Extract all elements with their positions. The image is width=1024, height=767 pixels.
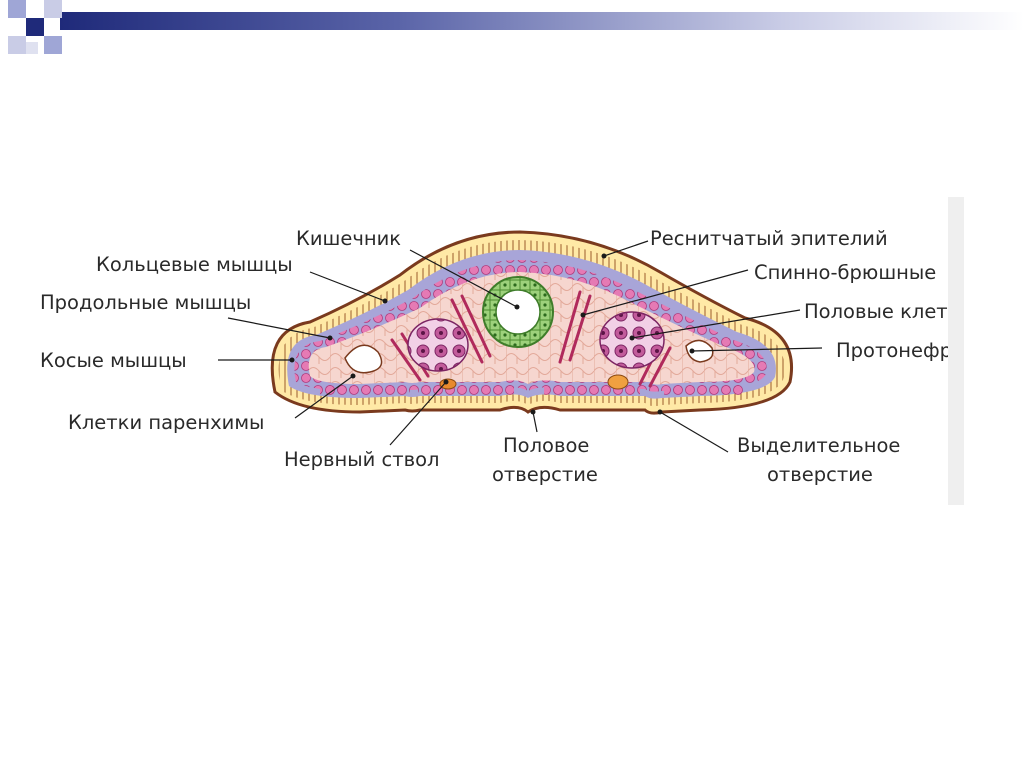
gland-spot <box>608 375 628 389</box>
intestine <box>483 277 553 347</box>
label-oblique-muscles: Косые мышцы <box>40 349 187 372</box>
label-ciliated-epithelium: Реснитчатый эпителий <box>650 227 888 250</box>
label-intestine: Кишечник <box>296 227 401 250</box>
label-nerve-trunk: Нервный ствол <box>284 448 440 471</box>
intestine-lumen <box>496 290 540 334</box>
side-panel-strip <box>948 197 964 505</box>
label-parenchyma-cells: Клетки паренхимы <box>68 411 264 434</box>
label-genital-opening-2: отверстие <box>492 463 598 486</box>
label-excretory-opening-1: Выделительное <box>737 434 900 457</box>
label-ring-muscles: Кольцевые мышцы <box>96 253 293 276</box>
ventral-muscle-row <box>418 384 514 396</box>
label-sex-cells: Половые клетки <box>804 300 972 323</box>
label-longitudinal-muscles: Продольные мышцы <box>40 291 251 314</box>
label-dorsoventral-muscles: Спинно-брюшные <box>754 261 936 284</box>
ventral-muscle-row <box>664 384 744 396</box>
label-excretory-opening-2: отверстие <box>767 463 873 486</box>
label-genital-opening-1: Половое <box>503 434 589 457</box>
